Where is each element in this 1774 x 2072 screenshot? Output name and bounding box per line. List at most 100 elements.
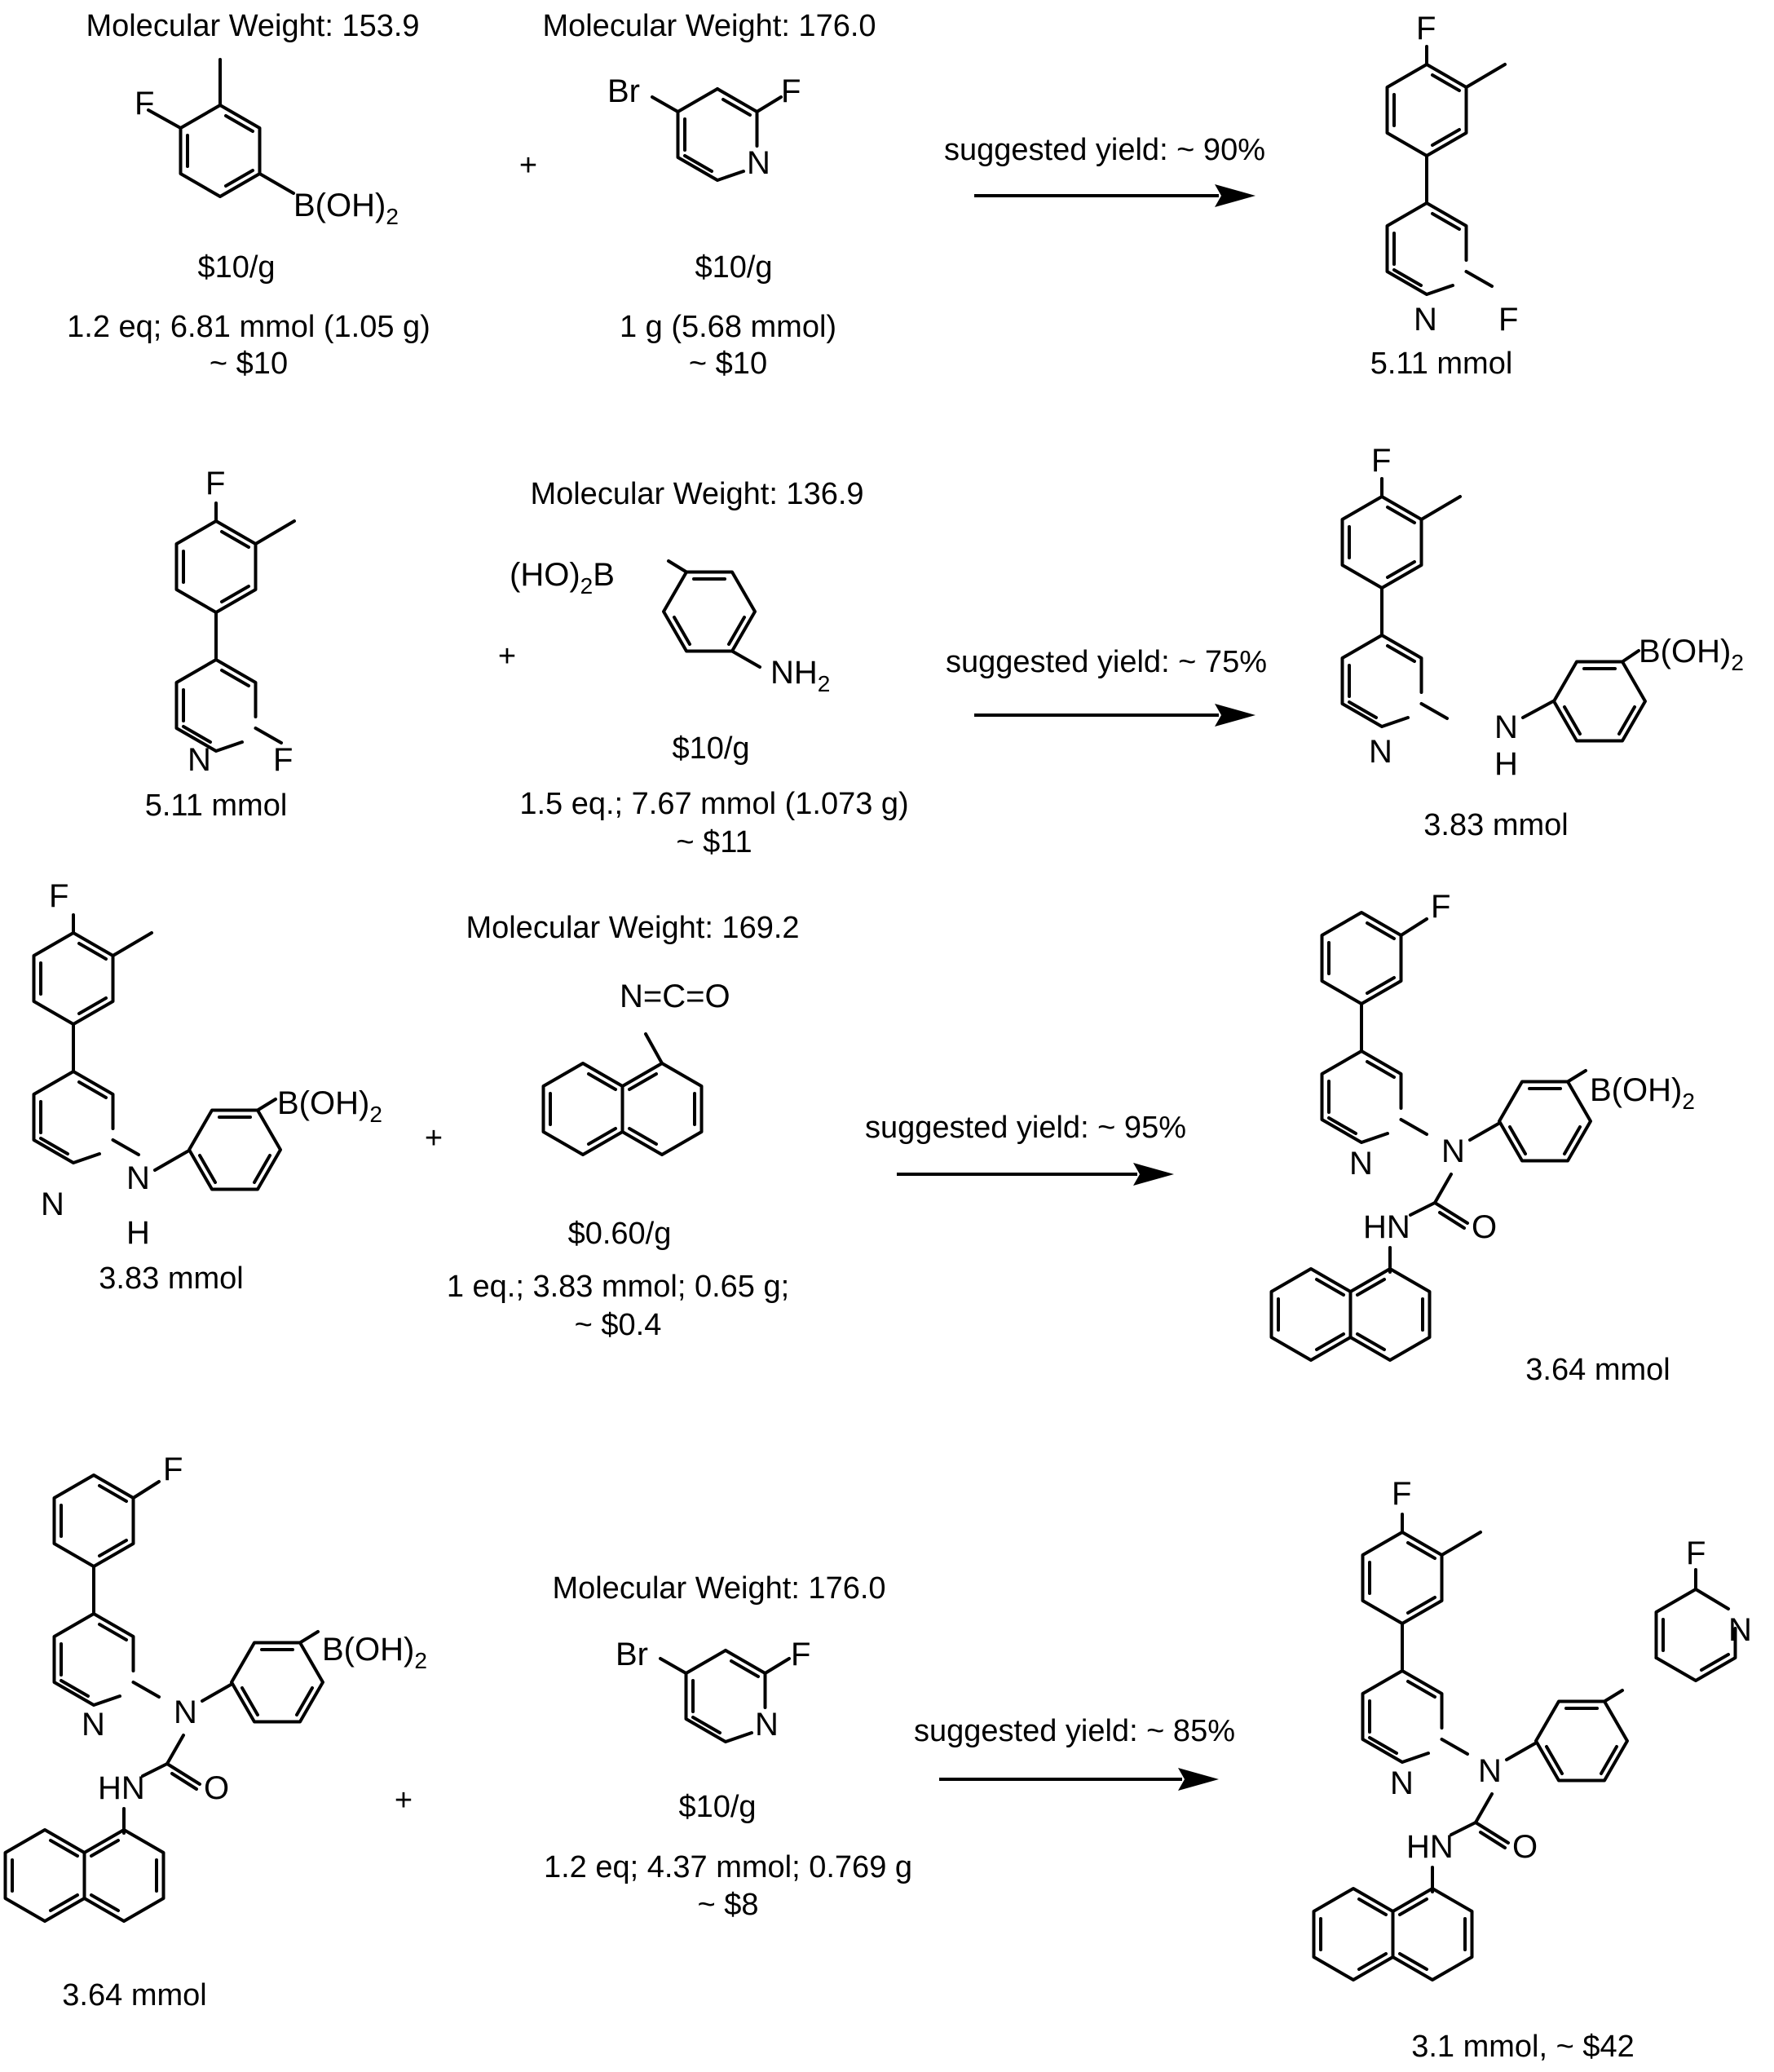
plus-sign: + (519, 148, 537, 183)
molecule-product-3: F N N B(OH)2 (1269, 889, 1695, 1362)
atom-amine: NH2 (770, 655, 830, 696)
yield-label: suggested yield: ~ 85% (914, 1714, 1235, 1748)
plus-sign: + (425, 1121, 443, 1155)
atom-H: H (126, 1215, 150, 1251)
product-amount-label: 3.64 mmol (1525, 1353, 1670, 1387)
atom-F: F (1498, 302, 1518, 338)
amount-label: 5.11 mmol (145, 789, 288, 823)
cost-label: ~ $8 (697, 1888, 758, 1922)
amount-label: 1.2 eq; 4.37 mmol; 0.769 g (544, 1850, 912, 1884)
atom-N: N (174, 1694, 197, 1730)
atom-N: N (1494, 709, 1518, 745)
atom-N: N (82, 1707, 105, 1743)
atom-N: N (1478, 1753, 1502, 1789)
atom-F: F (135, 86, 154, 121)
molecule-product-2: F N N H B(OH)2 (1340, 443, 1744, 782)
product-amount-label: 5.11 mmol (1370, 347, 1513, 381)
atom-F: F (163, 1451, 183, 1487)
atom-F: F (1392, 1476, 1411, 1512)
yield-label: suggested yield: ~ 90% (944, 133, 1265, 167)
atom-Br: Br (616, 1637, 648, 1672)
atom-boron-group: B(OH)2 (1590, 1072, 1695, 1114)
atom-N: N (41, 1186, 64, 1222)
molecule-product-1: F N F (1385, 11, 1518, 338)
yield-label: suggested yield: ~ 95% (865, 1111, 1186, 1145)
mw-label-boronic-acid-1: Molecular Weight: 153.9 (86, 9, 419, 43)
mw-label-aminophenylboronic-acid: Molecular Weight: 136.9 (530, 477, 863, 511)
yield-label: suggested yield: ~ 75% (946, 645, 1267, 679)
price-label: $10/g (672, 731, 749, 766)
molecule-bromo-fluoropyridine: Br F N (616, 1637, 810, 1743)
atom-N: N (126, 1160, 150, 1196)
molecule-aminophenylboronic-acid: (HO)2B NH2 (510, 557, 830, 696)
price-label: $10/g (678, 1790, 756, 1824)
reaction-arrow (974, 184, 1255, 207)
step-4: F N N B(OH)2 O (3, 1451, 1752, 2064)
amount-label: 1.5 eq.; 7.67 mmol (1.073 g) (519, 787, 908, 821)
step-2: F N F 5.11 mmol + Molecular Weight: 136.… (145, 443, 1744, 859)
atom-N: N (1369, 734, 1392, 770)
atom-O: O (204, 1770, 229, 1806)
amount-label: 3.83 mmol (99, 1261, 243, 1296)
amount-label: 3.64 mmol (62, 1978, 206, 2012)
plus-sign: + (395, 1783, 413, 1818)
mw-label-bromopyridine-2: Molecular Weight: 176.0 (552, 1571, 885, 1606)
molecule-fluoro-methylphenylboronic-acid: F B(OH)2 (135, 58, 399, 229)
atom-isocyanate: N=C=O (620, 979, 730, 1014)
molecule-bromo-fluoropyridine: Br F N (607, 73, 801, 182)
atom-N: N (1441, 1133, 1465, 1169)
atom-O: O (1512, 1829, 1538, 1865)
atom-F: F (49, 878, 68, 914)
cost-label: ~ $10 (210, 347, 288, 381)
mw-label-naphthyl-isocyanate: Molecular Weight: 169.2 (466, 911, 799, 945)
product-amount-label: 3.83 mmol (1423, 808, 1568, 842)
atom-N: N (1390, 1765, 1414, 1801)
atom-boron-group: B(OH)2 (322, 1632, 427, 1673)
reaction-arrow (974, 704, 1255, 727)
step-1: Molecular Weight: 153.9 Molecular Weight… (67, 9, 1518, 381)
atom-F: F (1431, 889, 1450, 925)
molecule-boronic-acid-amine: F N N H B(OH)2 (32, 878, 382, 1251)
atom-F: F (205, 466, 225, 501)
cost-label: ~ $10 (689, 347, 767, 381)
amount-label: 1 g (5.68 mmol) (620, 310, 836, 344)
atom-NH: HN (98, 1770, 145, 1806)
price-label: $10/g (197, 250, 275, 285)
atom-N: N (755, 1707, 779, 1743)
atom-N: N (747, 145, 770, 181)
cost-label: ~ $0.4 (575, 1308, 662, 1342)
amount-label: 1 eq.; 3.83 mmol; 0.65 g; (447, 1270, 789, 1304)
plus-sign: + (498, 639, 516, 674)
atom-O: O (1472, 1209, 1497, 1245)
atom-F: F (1416, 11, 1436, 46)
atom-H: H (1494, 746, 1518, 782)
atom-N: N (1414, 302, 1437, 338)
molecule-final-product: F N N (1312, 1476, 1752, 1981)
molecule-urea-boronic-acid: F N N B(OH)2 O (3, 1451, 427, 1923)
atom-N: N (188, 742, 211, 778)
molecule-fluoro-methylphenyl-fluoropyridine: F N F (174, 466, 296, 778)
atom-F: F (273, 742, 293, 778)
atom-Br: Br (607, 73, 640, 109)
atom-NH: HN (1363, 1209, 1410, 1245)
cost-label: ~ $11 (676, 825, 752, 859)
atom-boron-group: (HO)2B (510, 557, 615, 599)
atom-N: N (1728, 1612, 1752, 1648)
amount-label: 1.2 eq; 6.81 mmol (1.05 g) (67, 310, 430, 344)
molecule-naphthyl-isocyanate: N=C=O (541, 979, 730, 1156)
atom-F: F (791, 1637, 810, 1672)
reaction-arrow (939, 1768, 1219, 1791)
atom-boron-group: B(OH)2 (277, 1085, 382, 1127)
atom-F: F (1686, 1535, 1706, 1571)
product-amount-label: 3.1 mmol, ~ $42 (1411, 2030, 1635, 2064)
atom-N: N (1349, 1146, 1373, 1182)
atom-NH: HN (1406, 1829, 1454, 1865)
price-label: $0.60/g (568, 1217, 672, 1251)
step-3: F N N H B(OH)2 3.83 mmol + (32, 878, 1695, 1387)
atom-boron-group: B(OH)2 (293, 188, 399, 229)
atom-boron-group: B(OH)2 (1639, 634, 1744, 675)
mw-label-bromopyridine-1: Molecular Weight: 176.0 (542, 9, 876, 43)
atom-F: F (781, 73, 801, 109)
reaction-arrow (897, 1163, 1174, 1186)
